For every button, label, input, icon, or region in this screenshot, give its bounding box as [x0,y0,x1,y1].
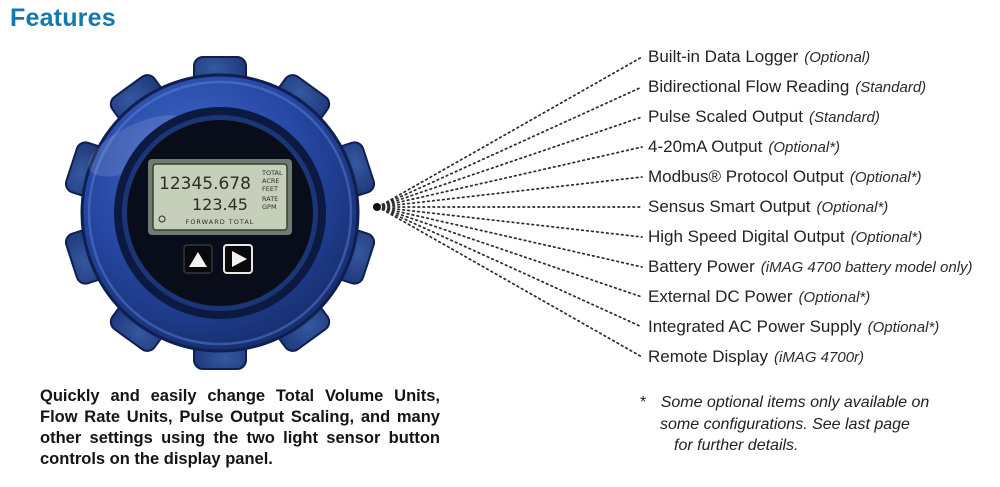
feature-label: Integrated AC Power Supply [648,317,862,336]
feature-note: (iMAG 4700 battery model only) [760,258,973,276]
feature-note: (Optional) [804,48,871,66]
feature-item: Sensus Smart Output (Optional*) [648,192,888,222]
feature-label: External DC Power [648,287,793,306]
svg-text:ACRE: ACRE [262,177,280,185]
svg-text:RATE: RATE [262,195,278,203]
lcd-total-value: 12345.678 [159,174,251,194]
feature-label: Bidirectional Flow Reading [648,77,850,96]
svg-text:GPM: GPM [262,203,277,211]
svg-text:TOTAL: TOTAL [261,169,283,177]
feature-item: High Speed Digital Output (Optional*) [648,222,922,252]
up-arrow-icon [189,252,207,267]
feature-label: Modbus® Protocol Output [648,167,844,186]
right-arrow-icon [232,251,247,267]
feature-note: (Optional*) [849,168,922,186]
feature-note: (iMAG 4700r) [774,348,865,366]
feature-label: 4-20mA Output [648,137,763,156]
feature-note: (Optional*) [816,198,889,216]
device-illustration: 12345.678 123.45 TOTAL ACRE FEET RATE GP… [60,48,380,378]
feature-item: Battery Power (iMAG 4700 battery model on… [648,252,973,282]
feature-item: Built-in Data Logger (Optional) [648,42,870,72]
feature-label: Remote Display [648,347,768,366]
feature-label: Battery Power [648,257,755,276]
feature-label: Sensus Smart Output [648,197,811,216]
feature-item: External DC Power (Optional*) [648,282,870,312]
feature-note: (Optional*) [798,288,871,306]
lcd-rate-value: 123.45 [192,195,248,214]
footnote: * Some optional items only available on … [640,392,929,457]
lcd-status-icon [158,215,166,223]
feature-label: Pulse Scaled Output [648,107,803,126]
feature-label: High Speed Digital Output [648,227,845,246]
feature-label: Built-in Data Logger [648,47,799,66]
feature-item: Modbus® Protocol Output (Optional*) [648,162,922,192]
feature-note: (Standard) [855,78,927,96]
lcd-display [152,163,288,231]
footnote-line: Some optional items only available on [660,394,930,411]
feature-note: (Optional*) [867,318,940,336]
feature-note: (Optional*) [768,138,841,156]
page-title: Features [10,4,116,32]
caption-text: Quickly and easily change Total Volume U… [40,387,440,469]
footnote-line: for further details. [674,437,799,455]
feature-item: Remote Display (iMAG 4700r) [648,342,864,372]
feature-item: Pulse Scaled Output (Standard) [648,102,880,132]
feature-item: Bidirectional Flow Reading (Standard) [648,72,926,102]
footnote-line: some configurations. See last page [660,415,910,433]
feature-item: Integrated AC Power Supply (Optional*) [648,312,939,342]
feature-item: 4-20mA Output (Optional*) [648,132,840,162]
lcd-unit-labels: TOTAL ACRE FEET RATE GPM [261,169,283,211]
feature-note: (Standard) [808,108,880,126]
lcd-mode-label: FORWARD TOTAL [186,218,255,226]
footnote-marker: * [640,394,647,411]
device-photo: 12345.678 123.45 TOTAL ACRE FEET RATE GP… [64,56,376,370]
svg-text:FEET: FEET [262,185,278,193]
feature-note: (Optional*) [850,228,923,246]
